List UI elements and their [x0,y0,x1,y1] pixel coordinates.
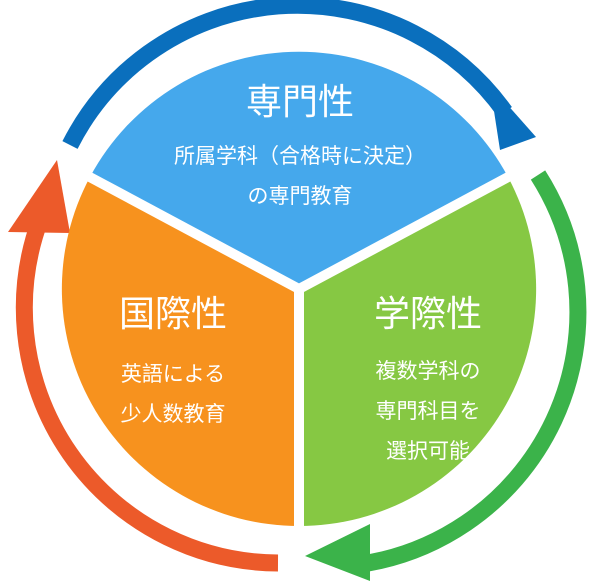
blue-arrow-arc [62,0,512,149]
red-arrow-arc [15,217,279,572]
left-title: 国際性 [119,294,227,335]
green-arrow-arc [353,170,587,574]
green-arrow-head [305,524,370,581]
top-line-1: 所属学科（合格時に決定） [174,144,426,168]
right-title: 学際性 [374,294,482,335]
divider-left [83,170,302,294]
red-arrow-head [8,160,70,233]
right-line-2: 専門科目を [376,399,481,423]
segment-right [299,177,537,527]
left-line-2: 少人数教育 [121,402,226,426]
right-line-1: 複数学科の [376,359,481,383]
segment-left [61,177,299,526]
left-line-1: 英語による [121,362,225,386]
divider-right [296,170,515,294]
blue-arrow-head [490,85,536,150]
top-title: 専門性 [246,82,354,123]
right-line-3: 選択可能 [386,439,470,463]
top-line-2: の専門教育 [248,184,353,208]
